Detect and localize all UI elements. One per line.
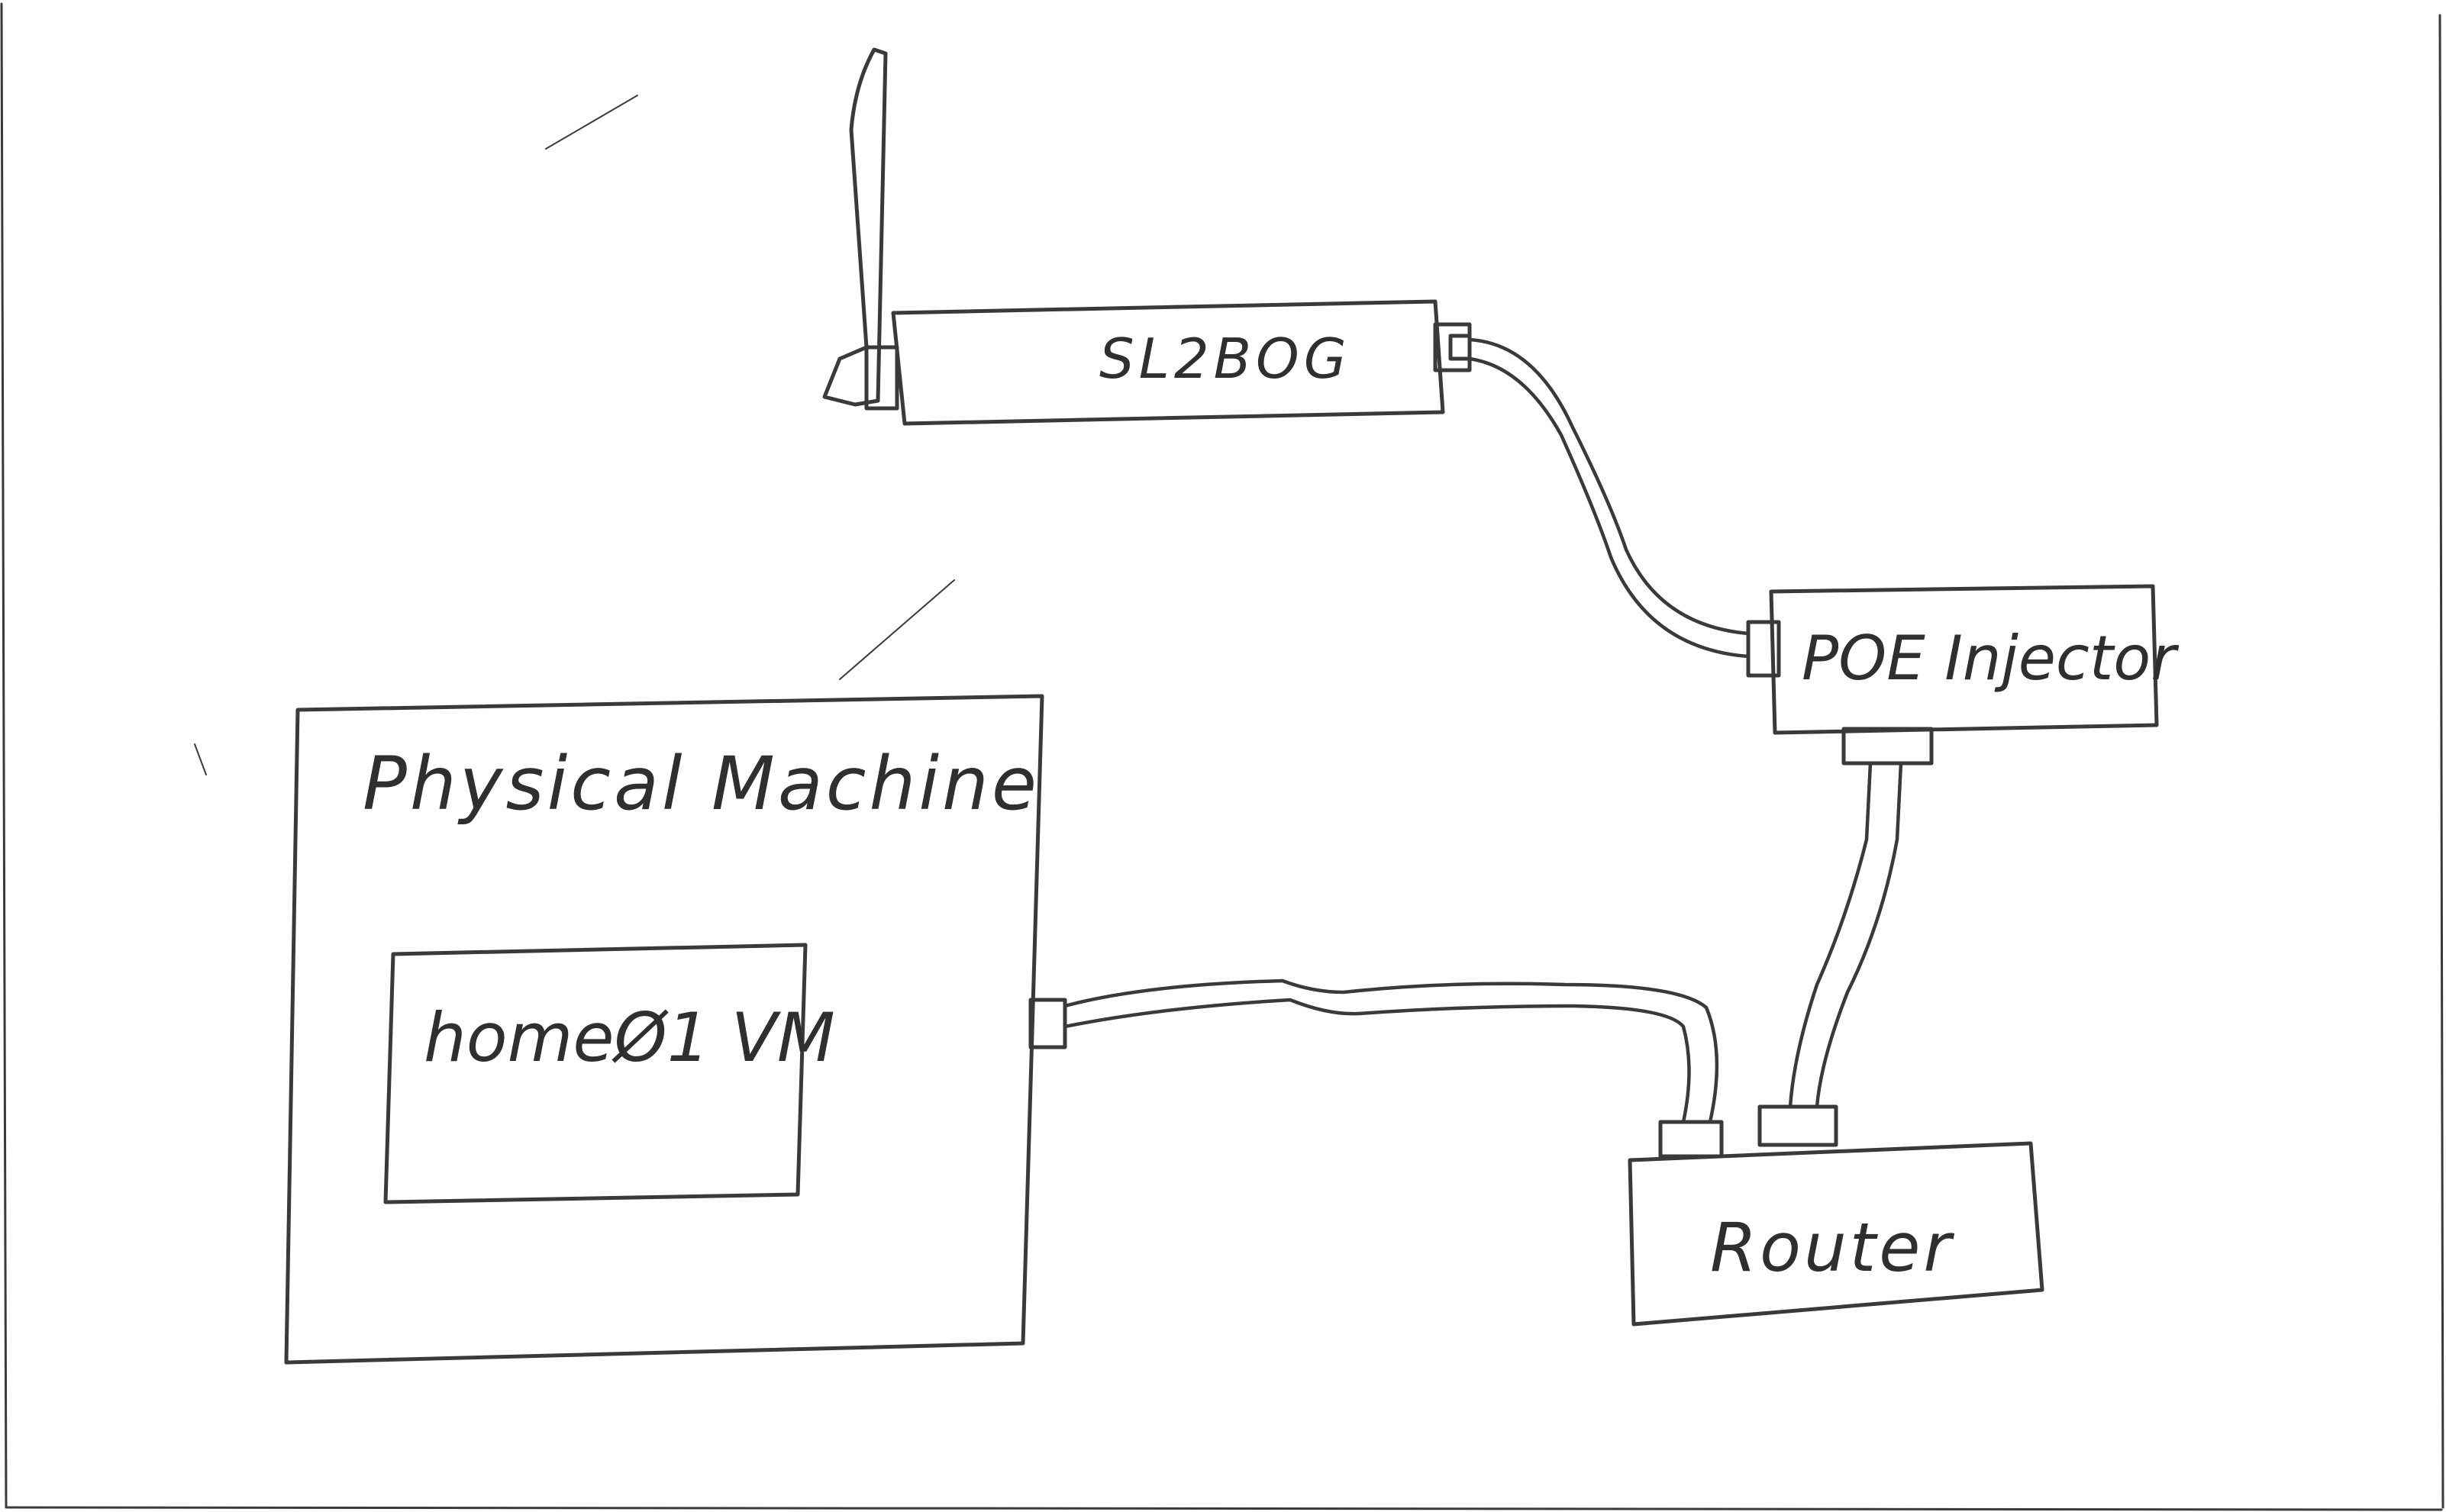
sl2bog-device: SL2BOG [822, 47, 1472, 426]
physical-machine-label: Physical Machine [363, 741, 1040, 827]
device-port-inner [1448, 334, 1472, 361]
poe-injector-label: POE Injector [1802, 623, 2180, 694]
poe-injector: POE Injector [1746, 584, 2180, 766]
machine-port [1028, 998, 1067, 1049]
cable-device-to-poe [1467, 337, 1751, 659]
router-label: Router [1710, 1208, 1954, 1287]
poe-output-port [1841, 727, 1934, 766]
cable-machine-to-router [1063, 978, 1719, 1124]
router-box [1628, 1141, 2044, 1327]
antenna-connector [864, 345, 899, 411]
vm-box [383, 943, 808, 1204]
poe-input-port [1746, 620, 1781, 678]
stray-mark [839, 579, 955, 680]
vm-label: homeØ1 VM [424, 998, 835, 1077]
cable-poe-to-router [1788, 761, 1903, 1109]
stray-mark [545, 95, 638, 150]
router-port-2 [1757, 1104, 1838, 1147]
stray-mark [194, 743, 207, 775]
router: Router [1628, 1104, 2044, 1327]
paper-left-edge [0, 2, 8, 1509]
physical-machine: Physical Machine homeØ1 VM [284, 694, 1067, 1365]
device-body [891, 299, 1445, 426]
antenna-icon [822, 47, 888, 407]
paper-bottom-edge [6, 1506, 2443, 1511]
physical-machine-box [284, 694, 1044, 1365]
device-label: SL2BOG [1099, 327, 1350, 391]
router-port-1 [1658, 1120, 1724, 1159]
poe-injector-body [1769, 584, 2159, 735]
paper-right-edge [2438, 14, 2444, 1509]
